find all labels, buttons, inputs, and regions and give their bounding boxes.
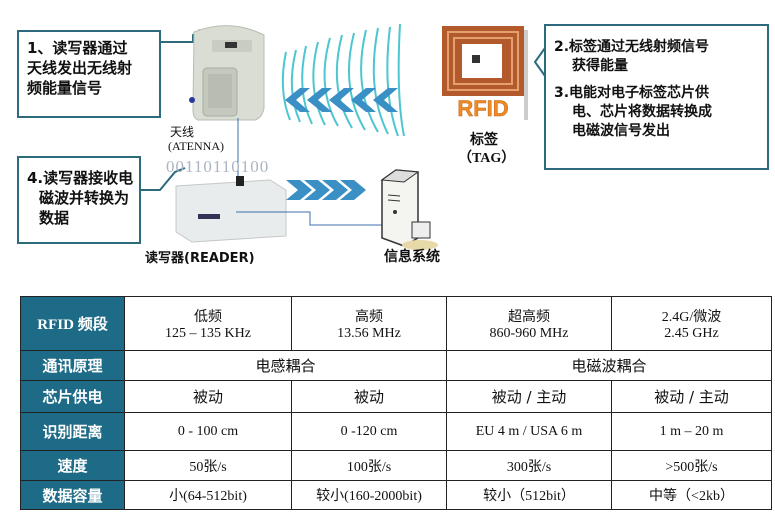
table-cell: 中等（<2kb） — [611, 480, 772, 510]
table-cell: EU 4 m / USA 6 m — [446, 412, 612, 451]
server-computer-icon — [380, 169, 438, 250]
row-header: 芯片供电 — [20, 380, 125, 413]
callout-step-3-line: 电磁波信号发出 — [572, 123, 670, 139]
table-cell-merged: 电磁波耦合 — [446, 350, 772, 381]
callout-2-pointer — [533, 47, 546, 77]
callout-step-1-line: 天线发出无线射 — [27, 59, 133, 77]
table-row-speed: 速度 50张/s 100张/s 300张/s >500张/s — [20, 450, 772, 481]
binary-data-stream: 00110110100 — [166, 157, 269, 176]
table-cell: 300张/s — [446, 450, 612, 481]
right-chevron-arrows-icon — [286, 180, 366, 200]
callout-step-3-line: 电、芯片将数据转换成 — [572, 104, 712, 120]
table-row-capacity: 数据容量 小(64-512bit) 较小(160-2000bit) 较小（512… — [20, 480, 772, 510]
tag-label-en: （TAG） — [458, 151, 516, 166]
table-row-range: 识别距离 0 - 100 cm 0 -120 cm EU 4 m / USA 6… — [20, 412, 772, 451]
callout-step-4-line: 磁波并转换为 — [39, 189, 130, 207]
table-cell: 0 -120 cm — [291, 412, 447, 451]
callout-step-2-line: 2.标签通过无线射频信号 — [554, 39, 710, 55]
callout-step-4: 4.读写器接收电 磁波并转换为 数据 — [17, 156, 141, 244]
table-cell: 50张/s — [124, 450, 292, 481]
table-cell: 被动 — [124, 380, 292, 413]
callout-step-1-line: 1、读写器通过 — [27, 39, 128, 57]
antenna-device-image — [189, 25, 265, 121]
table-cell: 较小（512bit） — [446, 480, 612, 510]
callout-4-pointer — [140, 167, 186, 191]
table-cell: 0 - 100 cm — [124, 412, 292, 451]
row-header: 数据容量 — [20, 480, 125, 510]
table-cell: 被动 / 主动 — [611, 380, 772, 413]
callout-step-1: 1、读写器通过 天线发出无线射 频能量信号 — [17, 30, 161, 118]
table-row-principle: 通讯原理 电感耦合 电磁波耦合 — [20, 350, 772, 381]
callout-step-2-line: 获得能量 — [572, 58, 628, 74]
table-cell: 小(64-512bit) — [124, 480, 292, 510]
callout-step-2-3: 2.标签通过无线射频信号 获得能量 3.电能对电子标签芯片供 电、芯片将数据转换… — [544, 24, 769, 170]
info-system-label: 信息系统 — [384, 249, 440, 265]
table-cell: 被动 — [291, 380, 447, 413]
callout-step-3-line: 3.电能对电子标签芯片供 — [554, 85, 710, 101]
table-cell-merged: 电感耦合 — [124, 350, 447, 381]
left-chevron-arrows-icon — [285, 88, 398, 112]
network-cable-line — [236, 211, 382, 226]
table-cell: 较小(160-2000bit) — [291, 480, 447, 510]
row-header: 识别距离 — [20, 412, 125, 451]
tag-label: 标签 — [470, 132, 498, 148]
reader-device-image — [175, 176, 287, 243]
callout-step-1-line: 频能量信号 — [27, 79, 103, 97]
row-header: 通讯原理 — [20, 350, 125, 381]
table-cell: 被动 / 主动 — [446, 380, 612, 413]
row-header: RFID 频段 — [20, 296, 125, 351]
reader-label: 读写器(READER) — [145, 251, 255, 266]
callout-step-4-line: 4.读写器接收电 — [27, 169, 134, 187]
antenna-label: 天线 — [170, 125, 195, 139]
table-cell: 100张/s — [291, 450, 447, 481]
rfid-tag-image — [442, 26, 528, 120]
rfid-logo-text: RFID — [457, 96, 508, 121]
antenna-label-en: (ATENNA) — [168, 139, 224, 153]
rfid-diagram-graphics: RFID 00110110100 — [140, 23, 546, 250]
table-row-power: 芯片供电 被动 被动 被动 / 主动 被动 / 主动 — [20, 380, 772, 413]
row-header: 速度 — [20, 450, 125, 481]
callout-step-4-line: 数据 — [39, 209, 70, 227]
table-cell: >500张/s — [611, 450, 772, 481]
radio-wave-icon — [281, 23, 405, 137]
table-cell: 1 m – 20 m — [611, 412, 772, 451]
